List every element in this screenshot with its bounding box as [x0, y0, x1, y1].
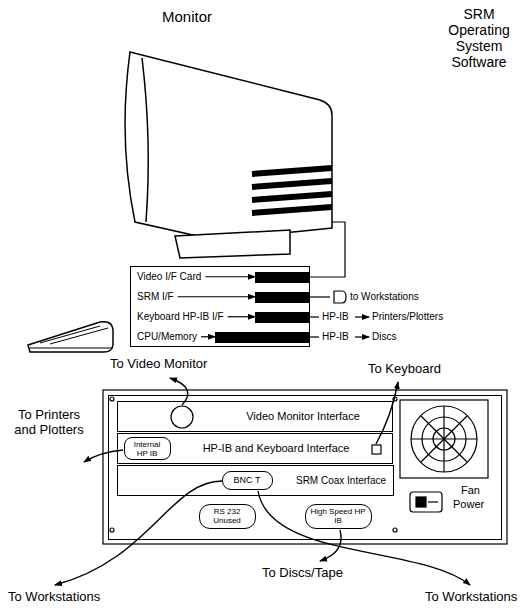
leader-arrow	[205, 276, 255, 277]
rear-panel-drawing	[421, 416, 467, 462]
node-text: Video I/F Card	[137, 271, 201, 283]
leader-arrow	[201, 336, 215, 337]
node-text: SRM I/F	[137, 291, 174, 303]
monitor-drawing	[252, 168, 332, 174]
leader-arrow	[228, 316, 255, 317]
cable-wire	[310, 296, 330, 297]
callout-label: To Workstations	[8, 590, 100, 605]
monitor-drawing	[252, 207, 332, 213]
monitor-drawing	[175, 230, 290, 258]
card-bars	[215, 332, 310, 343]
device-label: Discs	[372, 331, 396, 343]
cable-wire	[355, 316, 369, 317]
keyboard-drawing	[40, 326, 100, 343]
rear-panel-drawing	[393, 528, 397, 532]
cable-wire	[310, 336, 319, 337]
cable-wire	[334, 291, 346, 303]
port-label: to Workstations	[350, 291, 419, 303]
keyboard-drawing	[50, 328, 108, 344]
rear-panel-drawing	[428, 501, 438, 502]
rear-panel-drawing	[400, 400, 488, 478]
bus-label: HP-IB	[322, 331, 349, 343]
node-text: Power	[453, 498, 484, 511]
leader-lines	[178, 277, 255, 337]
rear-panel-drawing	[103, 390, 507, 544]
node-text: HP-IB and Keyboard Interface	[188, 442, 364, 455]
rear-panel-drawing	[110, 397, 114, 401]
connector: RS 232 Unused	[199, 504, 256, 529]
cable-wire	[355, 336, 369, 337]
callout-label: To Printers and Plotters	[6, 408, 92, 438]
leader-arrow	[178, 296, 255, 297]
node-text: Fan	[461, 484, 480, 497]
interface-card: Video Monitor Interface	[117, 401, 393, 432]
rear-panel-drawing	[103, 390, 507, 544]
cable-wire	[310, 316, 319, 317]
device-label: Printers/Plotters	[372, 311, 443, 323]
callout-arrow	[258, 491, 470, 585]
connector: High Speed HP IB	[305, 504, 372, 529]
connector: BNC T	[222, 471, 273, 490]
monitor-drawing	[125, 52, 332, 258]
software-label: SRM Operating System Software	[436, 6, 522, 70]
interface-card: HP-IB and Keyboard Interface Internal HP …	[117, 433, 393, 464]
rear-panel-drawing	[416, 497, 426, 507]
card-bars	[255, 272, 310, 283]
rear-panel-drawing	[411, 406, 477, 472]
rear-panel-drawing	[110, 528, 114, 532]
monitor-drawing	[252, 168, 332, 213]
keyboard-drawing	[28, 322, 113, 352]
rear-panel-drawing	[410, 492, 442, 512]
callout-arrow	[55, 378, 470, 585]
monitor-drawing	[125, 52, 332, 240]
rear-panel-drawing	[372, 445, 381, 454]
node-text: Keyboard HP-IB I/F	[137, 311, 224, 323]
connector: Internal HP IB	[124, 437, 171, 460]
monitor-drawing	[142, 58, 148, 222]
callout-label: To Keyboard	[368, 362, 441, 377]
interface-card: SRM Coax Interface BNC T	[117, 465, 394, 496]
rear-panel-drawing	[421, 416, 467, 462]
card-bars	[255, 312, 310, 323]
monitor-drawing	[252, 181, 332, 187]
node-text: BNC T	[225, 475, 269, 485]
callout-arrow	[376, 382, 398, 444]
callout-arrow	[55, 481, 222, 585]
node-text: SRM Coax Interface	[292, 475, 390, 487]
keyboard-drawing	[28, 322, 113, 352]
node-text: High Speed HP IB	[308, 507, 368, 525]
rear-panel-drawing	[171, 406, 193, 428]
rear-panel: FanPower Video Monitor InterfaceHP-IB and…	[108, 395, 502, 540]
node-text: Internal HP IB	[127, 440, 167, 458]
node-text: RS 232 Unused	[202, 507, 252, 525]
node-text: Video Monitor Interface	[218, 410, 388, 423]
keyboard-drawing	[30, 348, 113, 349]
node-text: CPU/Memory	[137, 331, 197, 343]
bus-label: HP-IB	[322, 311, 349, 323]
part-label: Monitor	[162, 8, 212, 25]
card-bars	[215, 272, 310, 343]
card-bars	[255, 292, 310, 303]
cable-wire	[310, 222, 345, 277]
callout-label: To Workstations	[425, 590, 517, 605]
card-stack: Video I/F CardSRM I/F Keyboard HP-IB I/F C…	[130, 266, 310, 347]
monitor-drawing	[252, 194, 332, 200]
callout-label: To Discs/Tape	[262, 566, 343, 581]
cable-wire	[310, 222, 369, 337]
callout-label: To Video Monitor	[110, 357, 207, 372]
